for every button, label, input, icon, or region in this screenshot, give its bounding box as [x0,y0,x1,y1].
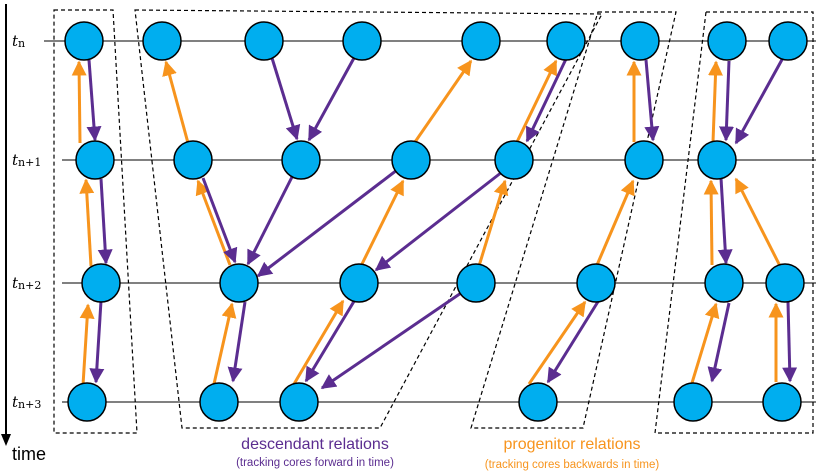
descendant-arrow [320,289,465,390]
row-label-tn1: tn+1 [12,151,41,169]
descendant-arrow [734,55,786,145]
descendant-arrow [374,170,503,272]
progenitor-arrow [79,303,95,386]
progenitor-arrow [707,60,723,143]
core-node [391,140,431,180]
core-node [576,263,616,303]
time-axis-label: time [12,444,46,464]
core-node [762,382,802,422]
legend-descendant-note: (tracking cores forward in time) [236,457,394,469]
descendant-arrow [227,301,247,383]
progenitor-arrow [734,177,782,267]
core-node [244,21,284,61]
relation-arrows [71,55,798,390]
progenitor-arrow [690,302,720,384]
core-node [461,21,501,61]
core-node [697,140,737,180]
descendant-arrow [86,59,102,142]
progenitor-arrow [413,59,473,143]
core-node [768,21,808,61]
core-node [142,21,182,61]
descendant-arrow [97,178,113,265]
core-node [339,263,379,303]
descendant-arrow [782,301,798,383]
core-node [219,263,259,303]
legend-descendant-title: descendant relations [241,436,389,453]
progenitor-arrow [79,178,95,267]
core-node [199,382,239,422]
core-node [765,263,805,303]
timelines [44,40,816,403]
descendant-arrow [707,302,731,383]
descendant-arrow [307,57,356,142]
core-node [673,382,713,422]
legend: descendant relations (tracking cores for… [236,436,659,471]
time-row-labels: tn tn+1 tn+2 tn+3 [12,32,41,411]
descendant-arrow [717,177,733,265]
group-box-2 [134,9,603,429]
core-node [281,140,321,180]
progenitor-arrow [527,300,587,385]
descendant-arrow [644,59,660,142]
descendant-arrow [719,60,735,142]
progenitor-arrow [195,179,232,266]
core-node [620,21,660,61]
row-label-tn: tn [12,32,25,50]
descendant-arrow [270,57,301,141]
core-node [279,382,319,422]
progenitor-arrow [162,60,190,144]
progenitor-arrow [515,59,558,143]
time-axis-arrowhead [1,434,11,446]
core-node [707,21,747,61]
core-node [81,263,121,303]
core-node [342,21,382,61]
core-node [518,382,558,422]
row-label-tn3: tn+3 [12,393,41,411]
core-node [494,140,534,180]
core-node [173,140,213,180]
progenitor-arrow [212,302,237,385]
descendant-arrow [304,297,358,383]
progenitor-arrow [292,299,345,385]
core-node [456,263,496,303]
legend-progenitor-note: (tracking cores backwards in time) [485,459,660,471]
group-box-3 [470,11,677,429]
descendant-arrow [256,168,398,278]
progenitor-arrow [595,179,635,266]
core-node [546,21,586,61]
core-node [704,263,744,303]
core-node [64,21,104,61]
descendant-arrow [246,176,294,266]
legend-progenitor-title: progenitor relations [504,436,641,453]
group-boxes [53,9,814,434]
descendant-arrow [201,177,238,264]
group-box-4 [654,11,814,434]
progenitor-arrow [703,179,719,266]
core-nodes [64,21,808,422]
descendant-arrow [525,58,568,143]
row-label-tn2: tn+2 [12,274,41,292]
progenitor-arrow [71,60,87,144]
progenitor-arrow [477,179,509,267]
progenitor-arrow [359,179,405,267]
descendant-arrow [546,299,601,384]
descendant-arrow [89,300,105,384]
core-node [624,140,664,180]
core-node [67,382,107,422]
core-node [75,140,115,180]
